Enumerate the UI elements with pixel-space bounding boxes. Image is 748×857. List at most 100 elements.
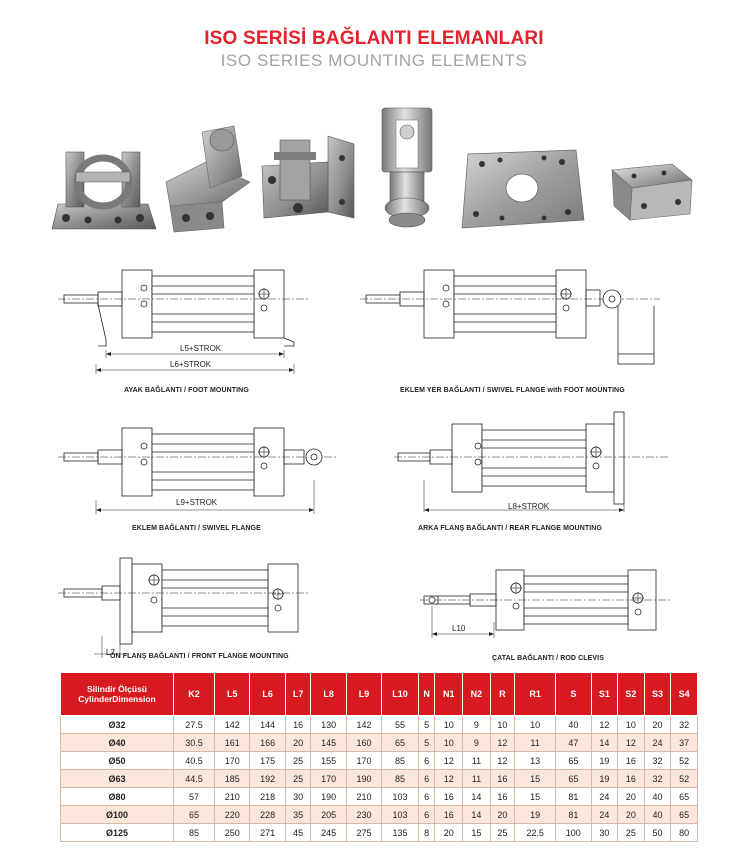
table-cell: 160 xyxy=(345,733,383,752)
table-cell: 135 xyxy=(381,823,419,842)
table-cell: 32 xyxy=(670,715,698,734)
header-s: S xyxy=(555,672,592,716)
table-cell: 20 xyxy=(284,733,312,752)
cell-diameter: Ø40 xyxy=(60,733,174,752)
table-cell: 65 xyxy=(670,787,698,806)
table-cell: 10 xyxy=(434,715,464,734)
table-cell: 16 xyxy=(617,769,645,788)
table-cell: 190 xyxy=(345,769,383,788)
table-cell: 250 xyxy=(213,823,251,842)
table-cell: 170 xyxy=(310,769,347,788)
table-cell: 20 xyxy=(617,787,645,806)
cell-diameter: Ø63 xyxy=(60,769,174,788)
table-cell: 5 xyxy=(417,733,436,752)
table-cell: 9 xyxy=(462,715,491,734)
l-foot-bracket-photo xyxy=(611,163,693,221)
table-cell: 12 xyxy=(434,769,464,788)
table-cell: 8 xyxy=(417,823,436,842)
dim-l8-strok: L8+STROK xyxy=(508,502,550,511)
caption-rod-clevis: ÇATAL BAĞLANTI / ROD CLEVIS xyxy=(492,655,604,662)
table-cell: 40 xyxy=(643,787,672,806)
table-cell: 155 xyxy=(310,751,347,770)
table-cell: 13 xyxy=(514,751,557,770)
dim-l6-strok: L6+STROK xyxy=(170,360,212,369)
title-english: ISO SERIES MOUNTING ELEMENTS xyxy=(220,51,528,70)
table-cell: 27.5 xyxy=(173,715,215,734)
table-cell: 9 xyxy=(462,733,491,752)
table-cell: 14 xyxy=(462,787,491,806)
swivel-foot-drawing xyxy=(360,262,660,372)
caption-swivel-flange: EKLEM BAĞLANTI / SWIVEL FLANGE xyxy=(132,525,261,532)
table-cell: 52 xyxy=(670,769,698,788)
table-cell: 55 xyxy=(381,715,419,734)
table-cell: 228 xyxy=(249,805,286,824)
table-cell: 170 xyxy=(213,751,251,770)
table-cell: 210 xyxy=(213,787,251,806)
table-cell: 30 xyxy=(590,823,619,842)
caption-foot-mounting: AYAK BAĞLANTI / FOOT MOUNTING xyxy=(124,387,249,394)
table-cell: 65 xyxy=(555,751,592,770)
table-cell: 166 xyxy=(249,733,286,752)
table-cell: 24 xyxy=(590,805,619,824)
table-cell: 11 xyxy=(462,751,491,770)
dim-l10: L10 xyxy=(452,624,466,633)
table-cell: 15 xyxy=(514,769,557,788)
table-cell: 47 xyxy=(555,733,592,752)
table-cell: 80 xyxy=(670,823,698,842)
table-cell: 130 xyxy=(310,715,347,734)
table-cell: 20 xyxy=(617,805,645,824)
table-cell: 22.5 xyxy=(514,823,557,842)
header-s1: S1 xyxy=(590,672,619,716)
table-cell: 5 xyxy=(417,715,436,734)
product-photos xyxy=(0,98,748,238)
header-n2: N2 xyxy=(462,672,491,716)
table-cell: 10 xyxy=(617,715,645,734)
table-cell: 11 xyxy=(462,769,491,788)
table-cell: 16 xyxy=(434,805,464,824)
table-cell: 161 xyxy=(213,733,251,752)
dim-l5-strok: L5+STROK xyxy=(180,344,222,353)
swivel-flange-drawing xyxy=(58,424,338,516)
table-cell: 65 xyxy=(670,805,698,824)
table-cell: 15 xyxy=(514,787,557,806)
header-n1: N1 xyxy=(434,672,464,716)
header-l7: L7 xyxy=(284,672,312,716)
flange-plate-photo xyxy=(461,149,585,229)
foot-mounting-drawing xyxy=(58,264,308,380)
table-cell: 25 xyxy=(489,823,516,842)
table-cell: 15 xyxy=(462,823,491,842)
table-cell: 103 xyxy=(381,805,419,824)
table-cell: 16 xyxy=(434,787,464,806)
title-turkish: ISO SERİSİ BAĞLANTI ELEMANLARI xyxy=(204,28,544,49)
table-cell: 12 xyxy=(617,733,645,752)
table-cell: 25 xyxy=(284,751,312,770)
table-cell: 25 xyxy=(284,769,312,788)
table-cell: 142 xyxy=(345,715,383,734)
table-cell: 30 xyxy=(284,787,312,806)
table-cell: 35 xyxy=(284,805,312,824)
table-cell: 6 xyxy=(417,787,436,806)
table-cell: 14 xyxy=(462,805,491,824)
table-cell: 12 xyxy=(489,733,516,752)
table-cell: 170 xyxy=(345,751,383,770)
swivel-eye-photo xyxy=(165,125,251,233)
foot-bracket-photo xyxy=(51,151,157,230)
table-cell: 85 xyxy=(381,751,419,770)
table-cell: 20 xyxy=(489,805,516,824)
table-cell: 16 xyxy=(489,769,516,788)
cell-diameter: Ø125 xyxy=(60,823,174,842)
table-cell: 25 xyxy=(617,823,645,842)
cell-diameter: Ø80 xyxy=(60,787,174,806)
table-cell: 24 xyxy=(590,787,619,806)
table-cell: 24 xyxy=(643,733,672,752)
table-cell: 100 xyxy=(555,823,592,842)
table-cell: 6 xyxy=(417,751,436,770)
header-l5: L5 xyxy=(213,672,251,716)
table-cell: 220 xyxy=(213,805,251,824)
